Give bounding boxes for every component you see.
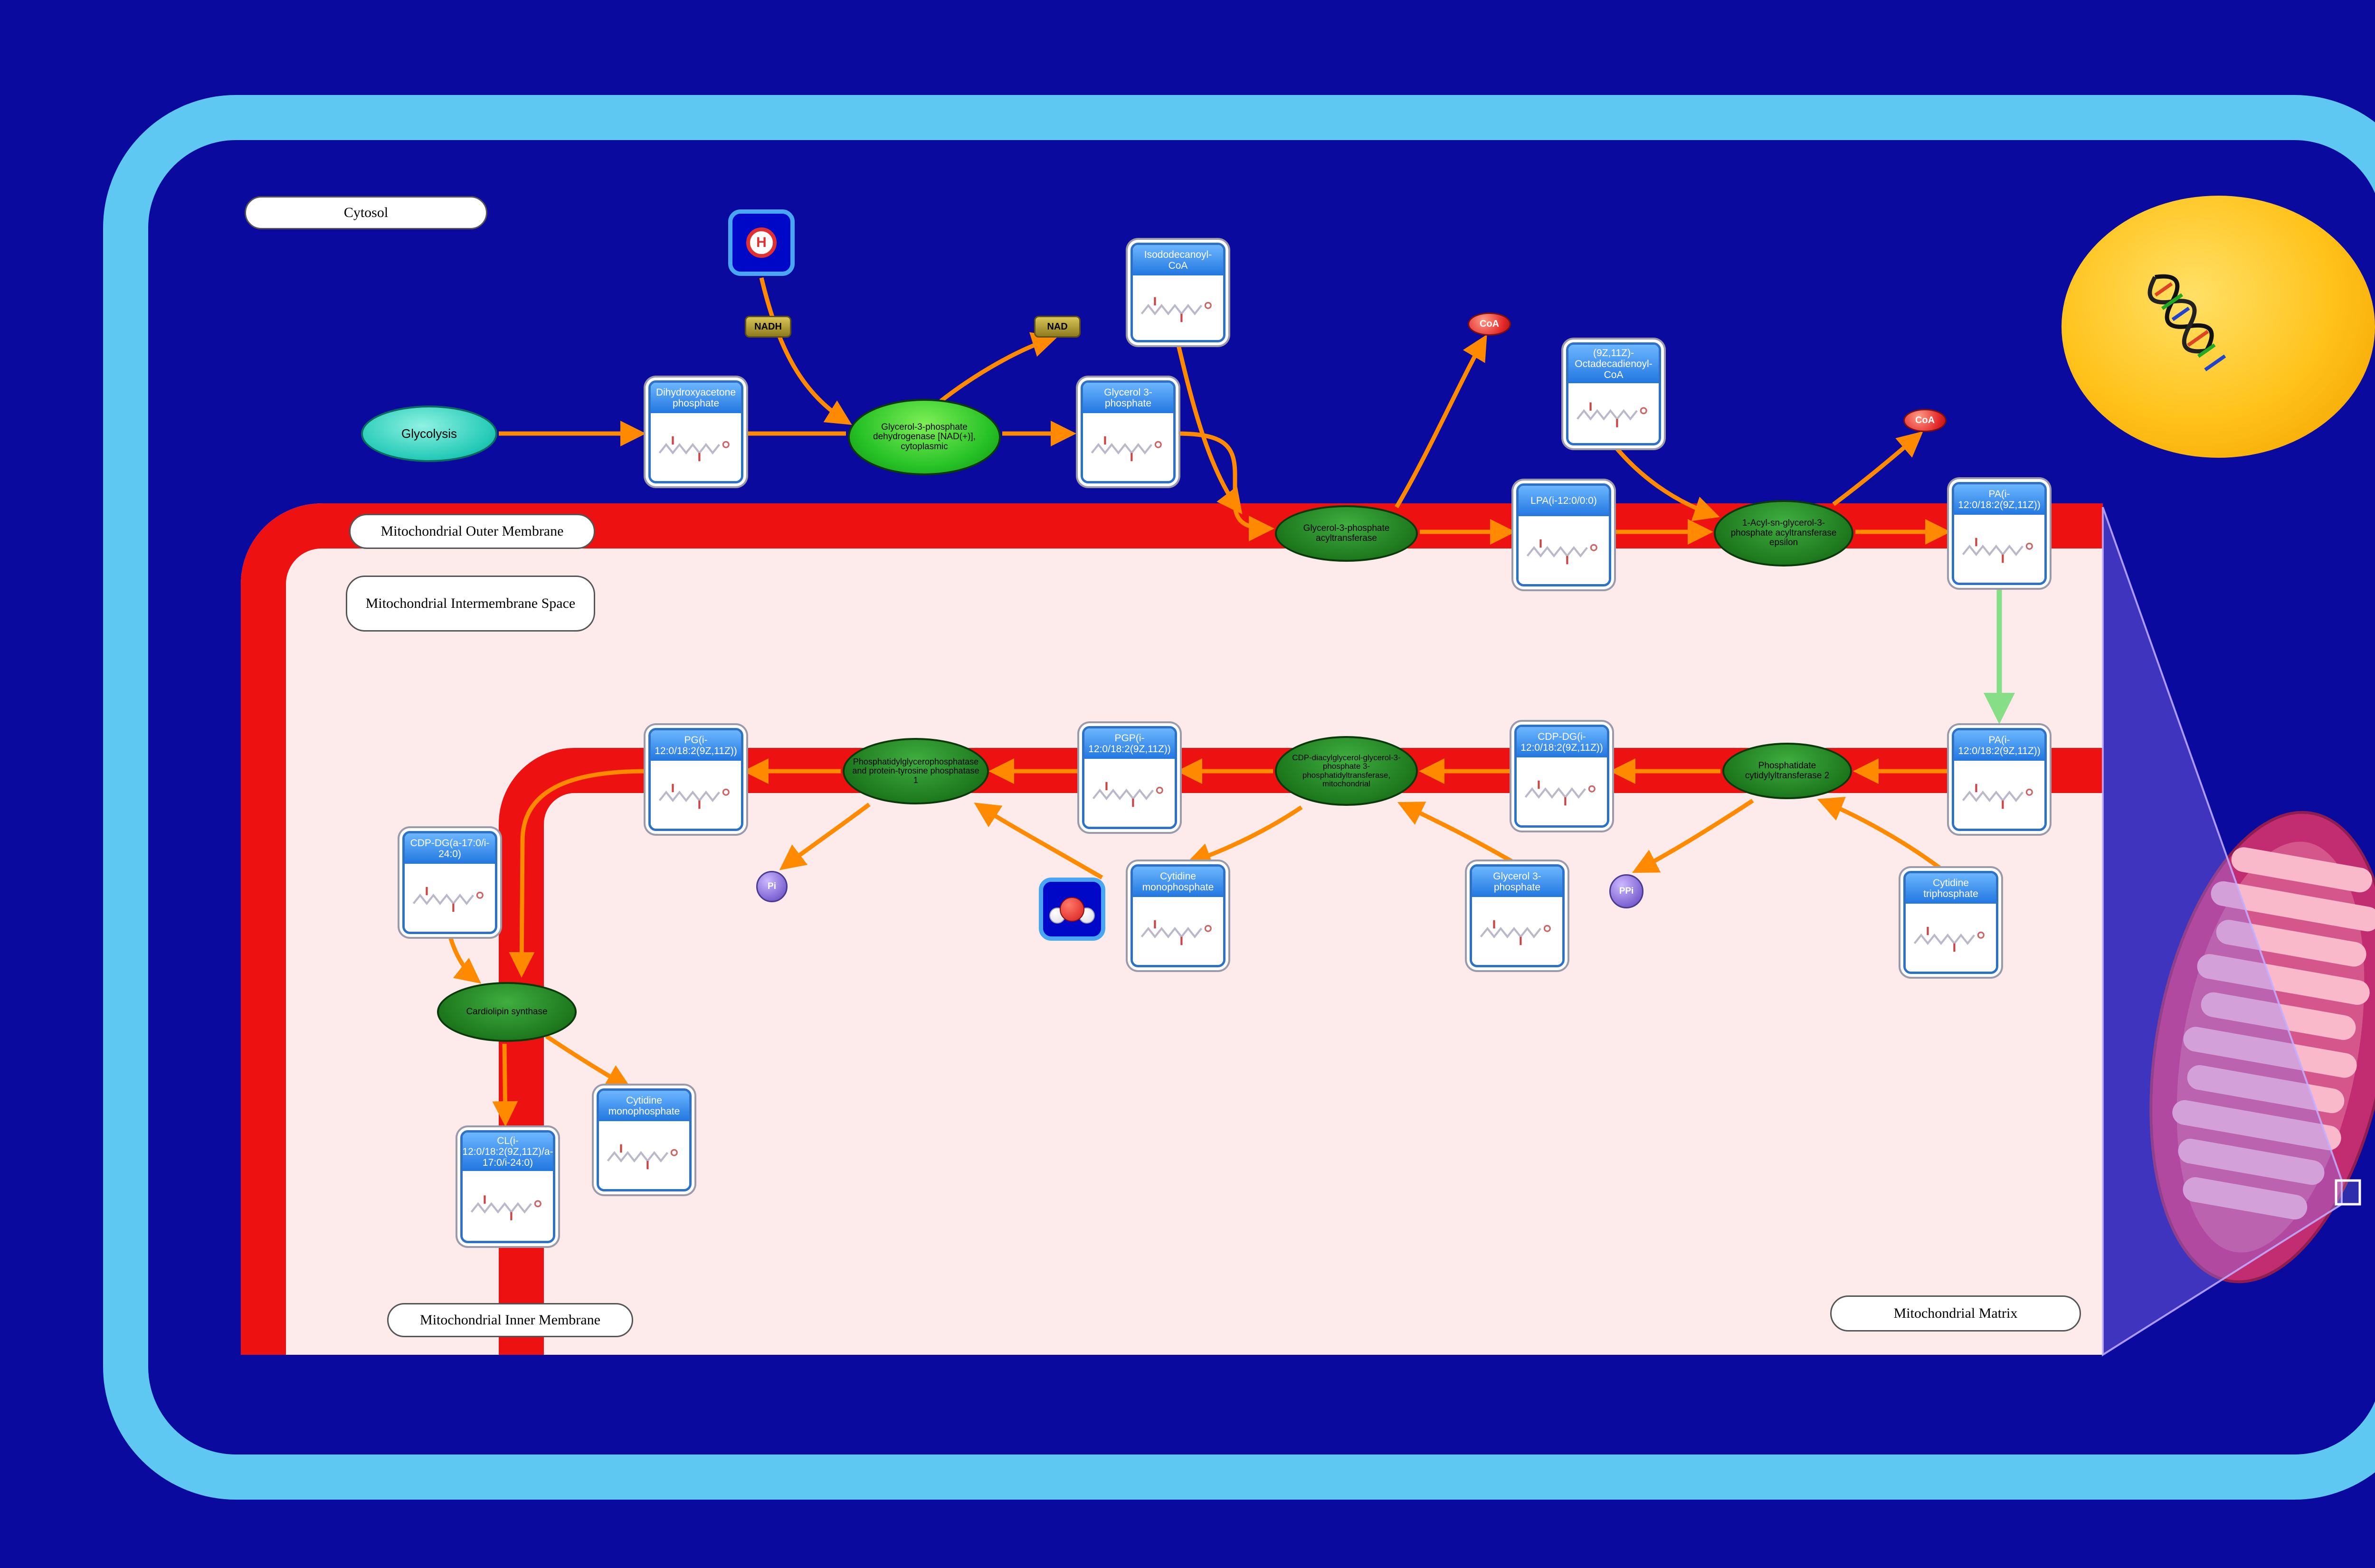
metabolite-node-isododecanoyl-coa[interactable]: Isododecanoyl-CoA bbox=[1130, 243, 1226, 342]
chemical-structure-icon bbox=[1906, 904, 1996, 972]
enzyme-node-ptpmt1[interactable]: Phosphatidylglycerophosphatase and prote… bbox=[843, 738, 989, 804]
metabolite-node-cdp-dg[interactable]: CDP-DG(i-12:0/18:2(9Z,11Z)) bbox=[1514, 725, 1609, 828]
small-molecule-node-nad[interactable]: NAD bbox=[1034, 316, 1081, 338]
metabolite-node-dhap[interactable]: Dihydroxyacetone phosphate bbox=[648, 380, 743, 483]
metabolite-label: CDP-DG(a-17:0/i-24:0) bbox=[405, 833, 495, 864]
metabolite-node-ctp[interactable]: Cytidine triphosphate bbox=[1903, 871, 1998, 974]
chemical-structure-icon bbox=[1472, 897, 1562, 965]
chemical-structure-icon bbox=[1954, 761, 2044, 829]
small-molecule-node-coa-2[interactable]: CoA bbox=[1903, 409, 1947, 432]
compartment-label-intermembrane-space: Mitochondrial Intermembrane Space bbox=[346, 576, 595, 632]
zoom-target-square bbox=[2335, 1179, 2361, 1206]
metabolite-node-g3p-cytosol[interactable]: Glycerol 3-phosphate bbox=[1081, 380, 1176, 483]
chemical-structure-icon bbox=[599, 1121, 689, 1189]
dna-helix-icon bbox=[2147, 274, 2226, 371]
pathway-node-glycolysis[interactable]: Glycolysis bbox=[361, 406, 497, 462]
metabolite-label: Cytidine monophosphate bbox=[599, 1091, 689, 1121]
small-molecule-node-h[interactable]: H bbox=[728, 209, 795, 276]
metabolite-label: PA(i-12:0/18:2(9Z,11Z)) bbox=[1954, 484, 2044, 515]
metabolite-label: CL(i-12:0/18:2(9Z,11Z)/a-17:0/i-24:0) bbox=[463, 1133, 553, 1171]
enzyme-node-cardiolipin-synthase[interactable]: Cardiolipin synthase bbox=[437, 982, 577, 1042]
metabolite-label: (9Z,11Z)-Octadecadienoyl-CoA bbox=[1568, 345, 1659, 384]
chemical-structure-icon bbox=[1083, 413, 1173, 481]
proton-icon: H bbox=[746, 227, 777, 258]
compartment-label-outer-membrane: Mitochondrial Outer Membrane bbox=[349, 514, 595, 549]
metabolite-node-lpa[interactable]: LPA(i-12:0/0:0) bbox=[1516, 483, 1611, 586]
small-molecule-node-ppi[interactable]: PPi bbox=[1609, 874, 1644, 908]
enzyme-node-g3p-acyltransferase[interactable]: Glycerol-3-phosphate acyltransferase bbox=[1275, 505, 1418, 562]
chemical-structure-icon bbox=[463, 1171, 553, 1241]
compartment-label-matrix: Mitochondrial Matrix bbox=[1830, 1295, 2081, 1332]
metabolite-label: Cytidine monophosphate bbox=[1133, 867, 1223, 897]
chemical-structure-icon bbox=[1133, 275, 1223, 340]
water-molecule-icon bbox=[1048, 890, 1096, 928]
compartment-label-cytosol: Cytosol bbox=[245, 196, 487, 229]
chemical-structure-icon bbox=[1519, 516, 1609, 584]
metabolite-label: CDP-DG(i-12:0/18:2(9Z,11Z)) bbox=[1517, 727, 1607, 757]
metabolite-node-cmp-bottom[interactable]: Cytidine monophosphate bbox=[597, 1088, 692, 1191]
metabolite-label: Dihydroxyacetone phosphate bbox=[651, 383, 741, 413]
small-molecule-node-h2o[interactable] bbox=[1039, 878, 1105, 941]
nucleus-illustration bbox=[2062, 196, 2375, 458]
metabolite-node-pa-inner[interactable]: PA(i-12:0/18:2(9Z,11Z)) bbox=[1952, 728, 2047, 831]
metabolite-label: LPA(i-12:0/0:0) bbox=[1519, 486, 1609, 516]
metabolite-label: Cytidine triphosphate bbox=[1906, 873, 1996, 904]
small-molecule-node-nadh[interactable]: NADH bbox=[745, 316, 791, 338]
metabolite-label: Glycerol 3-phosphate bbox=[1472, 867, 1562, 897]
metabolite-node-pgp[interactable]: PGP(i-12:0/18:2(9Z,11Z)) bbox=[1082, 726, 1177, 829]
metabolite-node-pg[interactable]: PG(i-12:0/18:2(9Z,11Z)) bbox=[648, 728, 743, 831]
metabolite-label: PG(i-12:0/18:2(9Z,11Z)) bbox=[651, 730, 741, 761]
enzyme-node-g3p-dehydrogenase[interactable]: Glycerol-3-phosphate dehydrogenase [NAD(… bbox=[848, 399, 1001, 475]
chemical-structure-icon bbox=[1517, 757, 1607, 825]
metabolite-label: PGP(i-12:0/18:2(9Z,11Z)) bbox=[1084, 728, 1175, 759]
small-molecule-node-coa-1[interactable]: CoA bbox=[1468, 312, 1511, 336]
metabolite-node-cmp-matrix[interactable]: Cytidine monophosphate bbox=[1130, 864, 1226, 967]
enzyme-node-cds2[interactable]: Phosphatidate cytidylyltransferase 2 bbox=[1722, 743, 1852, 799]
metabolite-node-pa-outer[interactable]: PA(i-12:0/18:2(9Z,11Z)) bbox=[1952, 482, 2047, 585]
metabolite-node-g3p-matrix[interactable]: Glycerol 3-phosphate bbox=[1470, 864, 1565, 967]
chemical-structure-icon bbox=[651, 761, 741, 829]
chemical-structure-icon bbox=[1568, 383, 1659, 443]
cell-membrane-outline bbox=[103, 95, 2375, 1500]
metabolite-node-cdp-dg-left[interactable]: CDP-DG(a-17:0/i-24:0) bbox=[402, 831, 497, 934]
compartment-label-inner-membrane: Mitochondrial Inner Membrane bbox=[387, 1303, 633, 1337]
mitochondrion-icon bbox=[2149, 811, 2375, 1284]
chemical-structure-icon bbox=[1954, 515, 2044, 583]
chemical-structure-icon bbox=[1133, 897, 1223, 965]
metabolite-label: Isododecanoyl-CoA bbox=[1133, 245, 1223, 275]
orange-reaction-arrows bbox=[447, 277, 1951, 1127]
chemical-structure-icon bbox=[1084, 759, 1175, 827]
chemical-structure-icon bbox=[651, 413, 741, 481]
enzyme-node-pgs1[interactable]: CDP-diacylglycerol-glycerol-3-phosphate … bbox=[1275, 736, 1418, 806]
chemical-structure-icon bbox=[405, 864, 495, 932]
metabolite-node-octadecadienoyl-coa[interactable]: (9Z,11Z)-Octadecadienoyl-CoA bbox=[1566, 342, 1661, 445]
metabolite-node-cl[interactable]: CL(i-12:0/18:2(9Z,11Z)/a-17:0/i-24:0) bbox=[460, 1130, 555, 1243]
metabolite-label: Glycerol 3-phosphate bbox=[1083, 383, 1173, 413]
enzyme-node-agpat-epsilon[interactable]: 1-Acyl-sn-glycerol-3-phosphate acyltrans… bbox=[1714, 500, 1853, 567]
small-molecule-node-pi[interactable]: Pi bbox=[756, 871, 788, 902]
metabolite-label: PA(i-12:0/18:2(9Z,11Z)) bbox=[1954, 730, 2044, 761]
